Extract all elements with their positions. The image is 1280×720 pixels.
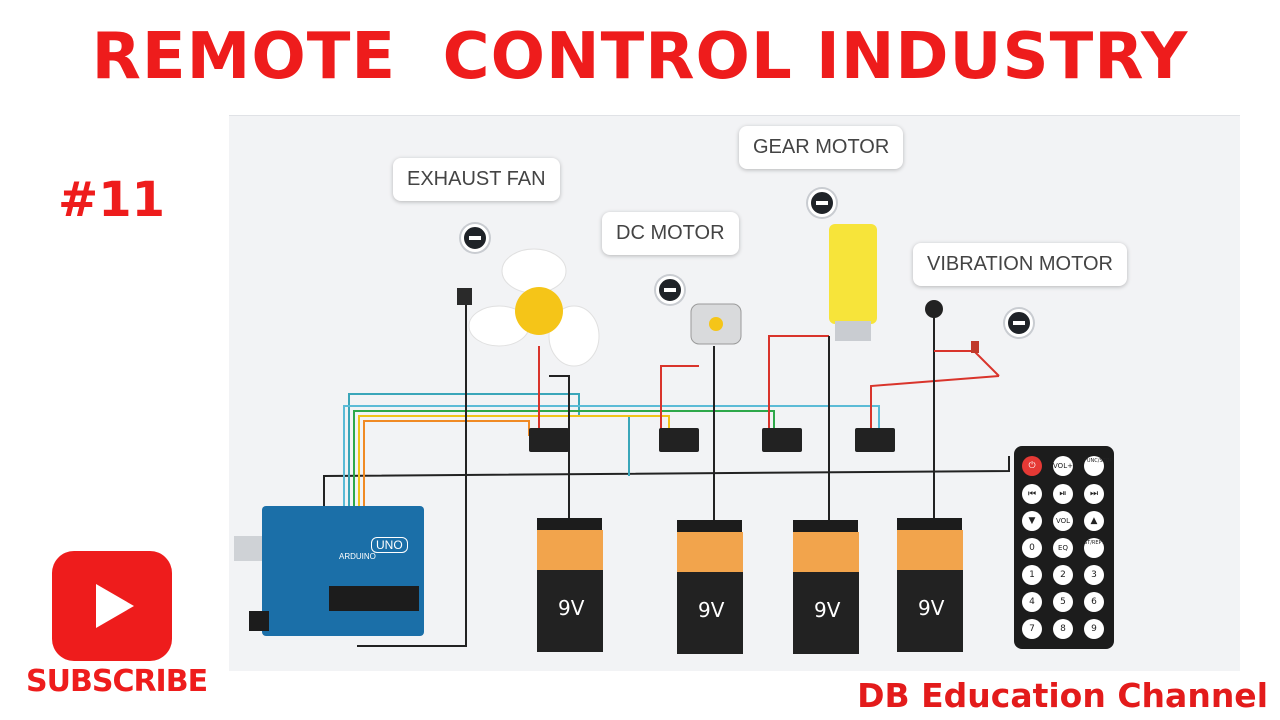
- fan-blade-right: [548, 305, 600, 367]
- vibration-motor-remove-icon[interactable]: [1005, 309, 1033, 337]
- arduino-model-label: ARDUINO: [339, 552, 376, 561]
- gear-motor-label: GEAR MOTOR: [739, 126, 904, 169]
- dc-motor-remove-icon[interactable]: [656, 276, 684, 304]
- remote-func-stop-button[interactable]: FUNC/STOP: [1084, 456, 1113, 476]
- circuit-diagram: [234, 224, 1010, 654]
- fan-blade-top: [501, 248, 567, 294]
- remote-9-button[interactable]: 9: [1084, 619, 1104, 639]
- signal-wire-blue: [343, 405, 880, 511]
- remote-0-button[interactable]: 0: [1022, 538, 1042, 558]
- led: [971, 341, 979, 353]
- ground-bus-wire: [323, 456, 1010, 506]
- fan-hub: [515, 287, 563, 335]
- battery-2: [677, 520, 743, 654]
- relay-4: [855, 428, 895, 452]
- remote-eq-button[interactable]: EQ: [1053, 538, 1073, 558]
- remote-2-button[interactable]: 2: [1053, 565, 1073, 585]
- remote-6-button[interactable]: 6: [1084, 592, 1104, 612]
- gear-motor-wire-red: [768, 335, 829, 436]
- subscribe-label[interactable]: SUBSCRIBE: [26, 664, 208, 699]
- page-title: REMOTE CONTROL INDUSTRY: [91, 20, 1189, 94]
- remote-prev-icon[interactable]: ⏮: [1022, 484, 1042, 504]
- battery-4-voltage: 9V: [918, 596, 945, 620]
- battery-3: [793, 520, 859, 654]
- remote-3-button[interactable]: 3: [1084, 565, 1104, 585]
- dc-motor-shaft: [709, 317, 723, 331]
- remote-4-button[interactable]: 4: [1022, 592, 1042, 612]
- remote-next-icon[interactable]: ⏭: [1084, 484, 1104, 504]
- remote-power-button[interactable]: ⏻: [1022, 456, 1042, 476]
- remote-vol-up-button[interactable]: VOL+: [1053, 456, 1073, 476]
- led-wire: [934, 350, 1000, 377]
- exhaust-fan-remove-icon[interactable]: [461, 224, 489, 252]
- pushbutton: [457, 288, 472, 305]
- signal-wire-yellow: [358, 415, 670, 511]
- vibration-motor-label: VIBRATION MOTOR: [913, 243, 1127, 286]
- signal-wire-green: [353, 410, 775, 511]
- dc-motor-wire-red: [660, 365, 699, 436]
- circuit-canvas[interactable]: 9V 9V 9V 9V UNO ARDUINO EXHAUST FAN DC M…: [229, 115, 1240, 671]
- gear-motor-remove-icon[interactable]: [808, 189, 836, 217]
- battery-1-voltage: 9V: [558, 596, 585, 620]
- battery-3-voltage: 9V: [814, 598, 841, 622]
- arduino-brand-label: UNO: [371, 537, 408, 553]
- remote-st-rept-button[interactable]: ST/REPT: [1084, 538, 1105, 558]
- ir-remote[interactable]: ⏻ VOL+ FUNC/STOP ⏮ ⏯ ⏭ ▼ VOL ▲ 0 EQ ST/R…: [1014, 446, 1114, 649]
- remote-vol-button[interactable]: VOL: [1053, 511, 1073, 531]
- remote-8-button[interactable]: 8: [1053, 619, 1073, 639]
- remote-1-button[interactable]: 1: [1022, 565, 1042, 585]
- play-icon: [96, 584, 134, 628]
- remote-up-icon[interactable]: ▲: [1084, 511, 1104, 531]
- relay-3: [762, 428, 802, 452]
- arduino-power-jack: [249, 611, 269, 631]
- signal-wire-orange: [363, 420, 530, 511]
- arduino-chip: [329, 586, 419, 611]
- exhaust-fan-label: EXHAUST FAN: [393, 158, 560, 201]
- relay-2: [659, 428, 699, 452]
- channel-name: DB Education Channel: [857, 676, 1268, 715]
- gear-motor-body: [829, 224, 877, 324]
- relay-1: [529, 428, 569, 452]
- battery-2-voltage: 9V: [698, 598, 725, 622]
- battery-4: [897, 518, 963, 652]
- arduino-usb: [234, 536, 262, 561]
- pushbutton-wire: [357, 296, 467, 647]
- arduino-board: [262, 506, 424, 636]
- vibration-wire-red: [870, 375, 1000, 436]
- remote-down-icon[interactable]: ▼: [1022, 511, 1042, 531]
- gear-motor-base: [835, 321, 871, 341]
- episode-number: #11: [58, 172, 166, 228]
- remote-7-button[interactable]: 7: [1022, 619, 1042, 639]
- youtube-logo-icon[interactable]: [52, 551, 172, 661]
- vibration-motor: [925, 300, 943, 318]
- remote-play-pause-icon[interactable]: ⏯: [1053, 484, 1073, 504]
- remote-5-button[interactable]: 5: [1053, 592, 1073, 612]
- fan-wire-black: [549, 375, 570, 526]
- dc-motor-label: DC MOTOR: [602, 212, 739, 255]
- battery-1: [537, 518, 603, 652]
